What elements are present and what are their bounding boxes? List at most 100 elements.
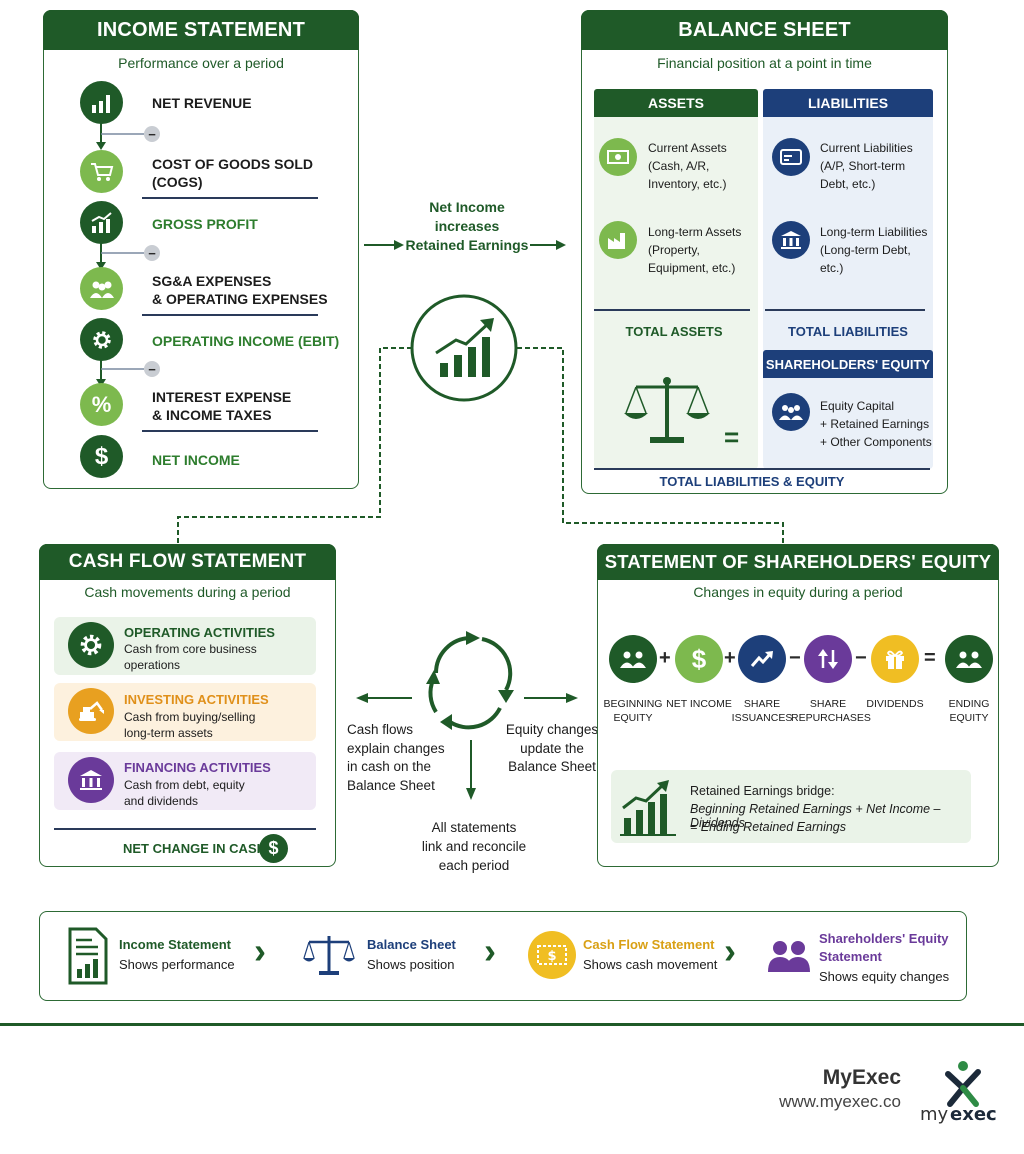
shopping-cart-icon	[80, 150, 123, 193]
bank-icon	[68, 757, 114, 803]
gear-icon	[80, 318, 123, 361]
equity-changes-text: Equity changes update the Balance Sheet	[505, 722, 599, 774]
footer-equity-title: Shareholders' Equity Statement	[819, 931, 949, 964]
scales-icon	[624, 377, 710, 443]
footer-cashflow-sub: Shows cash movement	[583, 957, 718, 972]
center-connectors	[177, 294, 784, 800]
footer-balance-sub: Shows position	[367, 957, 455, 972]
total-le-label: TOTAL LIABILITIES & EQUITY	[659, 474, 845, 489]
equity-statement-subtitle: Changes in equity during a period	[693, 584, 903, 600]
factory-icon	[599, 221, 637, 259]
summary-bar: Income Statement Shows performance › Bal…	[39, 911, 967, 1001]
investing-activities-title: INVESTING ACTIVITIES	[124, 692, 269, 707]
footer-cashflow-title: Cash Flow Statement	[583, 937, 715, 952]
income-flow-connectors	[96, 121, 144, 387]
income-statement-title: INCOME STATEMENT	[43, 10, 359, 50]
svg-text:exec: exec	[950, 1104, 997, 1125]
gear-icon	[68, 622, 114, 668]
divider	[142, 197, 318, 199]
chevron-right-icon: ›	[724, 930, 736, 971]
minus-sign: −	[789, 647, 801, 669]
dollar-icon: $	[259, 834, 288, 863]
interest-taxes-label: INTEREST EXPENSE & INCOME TAXES	[152, 389, 292, 423]
current-liabilities-text: Current Liabilities (A/P, Short-term Deb…	[820, 141, 913, 191]
divider	[594, 309, 750, 311]
assets-title: ASSETS	[594, 89, 758, 117]
bank-icon	[772, 221, 810, 259]
bridge-formula-line2: = Ending Retained Earnings	[690, 820, 847, 834]
total-liabilities-label: TOTAL LIABILITIES	[788, 324, 908, 339]
investing-activities-text: Cash from buying/selling long-term asset…	[124, 710, 256, 740]
net-revenue-label: NET REVENUE	[152, 95, 252, 111]
chevron-right-icon: ›	[254, 930, 266, 971]
beginning-equity-label: BEGINNING EQUITY	[603, 698, 663, 724]
all-statements-link-text: All statements link and reconcile each p…	[421, 820, 527, 873]
income-statement-subtitle: Performance over a period	[118, 55, 284, 71]
gift-icon	[871, 635, 919, 683]
dollar-icon: $	[675, 635, 723, 683]
plus-sign: +	[659, 647, 671, 669]
dividends-label: DIVIDENDS	[866, 698, 924, 710]
plus-sign: +	[724, 647, 736, 669]
footer-balance-title: Balance Sheet	[367, 937, 456, 952]
minus-icon: −	[144, 361, 160, 377]
divider	[594, 468, 930, 470]
operating-income-label: OPERATING INCOME (EBIT)	[152, 333, 340, 349]
divider	[142, 314, 318, 316]
operating-activities-title: OPERATING ACTIVITIES	[124, 625, 275, 640]
chevron-right-icon: ›	[484, 930, 496, 971]
net-income-link-text: Net Income increases Retained Earnings	[405, 199, 529, 253]
growth-chart-icon	[620, 780, 676, 836]
net-income-arrows	[364, 240, 566, 250]
current-assets-text: Current Assets (Cash, A/R, Inventory, et…	[648, 141, 727, 191]
brand-name: MyExec	[822, 1066, 901, 1089]
cash-flow-title: CASH FLOW STATEMENT	[39, 544, 336, 580]
divider	[142, 430, 318, 432]
equity-items-text: Equity Capital + Retained Earnings + Oth…	[820, 399, 932, 449]
myexec-logo: my exec	[920, 1061, 997, 1125]
income-statement-card: INCOME STATEMENT Performance over a peri…	[43, 10, 359, 489]
excavator-icon	[68, 688, 114, 734]
minus-icon: −	[144, 245, 160, 261]
cash-icon: $	[528, 931, 576, 979]
bottom-rule	[0, 1023, 1024, 1026]
bridge-title: Retained Earnings bridge:	[690, 784, 835, 798]
divider	[54, 828, 316, 830]
equals-sign: =	[924, 647, 936, 669]
scales-icon	[303, 936, 355, 975]
balance-sheet-card: BALANCE SHEET Financial position at a po…	[581, 10, 948, 494]
share-issuances-label: SHARE ISSUANCES	[731, 698, 793, 724]
footer-income-sub: Shows performance	[119, 957, 235, 972]
share-repurchases-label: SHARE REPURCHASES	[791, 698, 871, 724]
growth-chart-icon	[80, 201, 123, 244]
equity-statement-card: STATEMENT OF SHAREHOLDERS' EQUITY Change…	[597, 544, 999, 867]
cash-icon	[599, 138, 637, 176]
ending-equity-label: ENDING EQUITY	[948, 698, 990, 724]
balance-sheet-title: BALANCE SHEET	[581, 10, 948, 50]
footer-equity-sub: Shows equity changes	[819, 969, 950, 984]
net-change-in-cash-label: NET CHANGE IN CASH	[123, 841, 267, 856]
shareholders-icon	[772, 393, 810, 431]
people-group-icon	[945, 635, 993, 683]
retained-earnings-bridge-box	[611, 770, 971, 843]
balance-sheet-subtitle: Financial position at a point in time	[657, 55, 872, 71]
total-assets-label: TOTAL ASSETS	[625, 324, 723, 339]
net-income-label: NET INCOME	[152, 452, 240, 468]
people-group-icon	[80, 267, 123, 310]
people-group-icon	[609, 635, 657, 683]
cash-flow-card: CASH FLOW STATEMENT Cash movements durin…	[39, 544, 336, 867]
svg-text:$: $	[547, 949, 556, 964]
financing-activities-title: FINANCING ACTIVITIES	[124, 760, 271, 775]
arrows-up-down-icon	[804, 635, 852, 683]
bar-chart-icon	[80, 81, 123, 124]
longterm-assets-text: Long-term Assets (Property, Equipment, e…	[648, 225, 742, 275]
trend-up-icon	[738, 635, 786, 683]
equity-title: SHAREHOLDERS' EQUITY	[763, 350, 933, 378]
brand-url[interactable]: www.myexec.co	[779, 1092, 901, 1111]
gross-profit-label: GROSS PROFIT	[152, 216, 258, 232]
divider	[765, 309, 925, 311]
operating-activities-text: Cash from core business operations	[124, 642, 257, 672]
minus-icon: −	[144, 126, 160, 142]
equals-sign: =	[724, 422, 740, 452]
footer-income-title: Income Statement	[119, 937, 231, 952]
